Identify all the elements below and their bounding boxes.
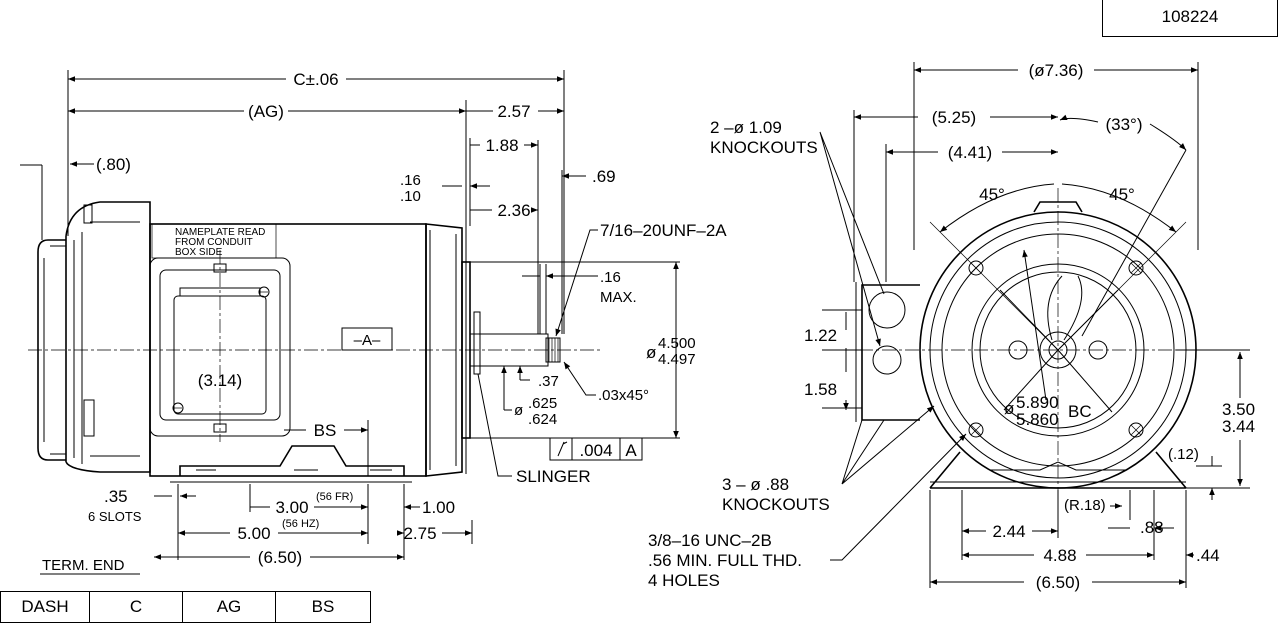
knockouts-2-label: KNOCKOUTS xyxy=(722,495,830,514)
dim-069: .69 xyxy=(592,167,616,186)
front-bracket xyxy=(425,223,463,477)
table-header-cell: DASH xyxy=(0,591,90,623)
dim-010: .10 xyxy=(400,188,421,205)
table-header-cell: C xyxy=(89,591,183,623)
knockout-large xyxy=(868,291,906,329)
nameplate-note-1: NAMEPLATE READ xyxy=(175,227,265,238)
knockouts-2-qty: 3 – ø .88 xyxy=(722,475,789,494)
holes-thread: 3/8–16 UNC–2B xyxy=(648,531,772,550)
bc-suffix: BC xyxy=(1068,402,1092,421)
angle-45-left: 45° xyxy=(979,185,1005,204)
dim-4-41: (4.41) xyxy=(948,143,992,162)
ag-dimension: (AG) xyxy=(248,102,284,121)
hz56-note: (56 HZ) xyxy=(282,518,319,530)
end-view xyxy=(819,62,1250,588)
knockouts-1-qty: 2 –ø 1.09 xyxy=(710,118,782,137)
table-header-cell: AG xyxy=(182,591,276,623)
dim-2-36: 2.36 xyxy=(497,201,530,220)
dim-1-00: 1.00 xyxy=(422,498,455,517)
max-label: MAX. xyxy=(600,289,637,306)
dim-5-00: 5.00 xyxy=(237,524,270,543)
dim-035: .35 xyxy=(104,487,128,506)
runout-datum: A xyxy=(625,441,637,460)
dash-table: DASH C AG BS xyxy=(0,591,371,623)
datum-a: –A– xyxy=(354,332,381,349)
runout-value: .004 xyxy=(579,441,612,460)
dim-016-a: .16 xyxy=(400,172,421,189)
dim-1-22: 1.22 xyxy=(804,326,837,345)
document-number: 108224 xyxy=(1102,0,1278,37)
holes-depth: .56 MIN. FULL THD. xyxy=(648,551,802,570)
fr56-note: (56 FR) xyxy=(316,491,353,503)
bc-max: 5.890 xyxy=(1016,393,1059,412)
bc-symbol: ø xyxy=(1004,399,1014,418)
dim-6-50-end: (6.50) xyxy=(1036,573,1080,592)
bc-min: 5.860 xyxy=(1016,410,1059,429)
key-dia-max: .625 xyxy=(528,395,557,412)
knockouts-1-label: KNOCKOUTS xyxy=(710,138,818,157)
dim-6-50-side: (6.50) xyxy=(258,548,302,567)
c-dimension: C±.06 xyxy=(293,70,338,89)
term-end-label: TERM. END xyxy=(42,557,125,574)
dim-1-88: 1.88 xyxy=(485,136,518,155)
fan-cover-outline xyxy=(65,201,151,473)
shaft-dia-symbol: ø xyxy=(646,343,656,362)
dim-044: .44 xyxy=(1196,546,1220,565)
dim-2-44: 2.44 xyxy=(992,522,1025,541)
dim-2-75: 2.75 xyxy=(403,524,436,543)
side-view xyxy=(20,70,680,575)
nameplate-note-3: BOX SIDE xyxy=(175,247,223,258)
dim-016-max: .16 xyxy=(600,269,621,286)
dim-1-58: 1.58 xyxy=(804,380,837,399)
mounting-holes xyxy=(968,260,1144,438)
dim-3-14: (3.14) xyxy=(198,371,242,390)
mounting-feet xyxy=(179,445,405,476)
end-view-labels: (ø7.36) (5.25) (4.41) (33°) 45° 45° 2 –ø… xyxy=(648,61,1255,592)
slinger xyxy=(473,311,481,375)
shaft-dia-max: 4.500 xyxy=(658,335,696,352)
thread-spec: 7/16–20UNF–2A xyxy=(600,221,727,240)
key-dia-min: .624 xyxy=(528,411,557,428)
chamfer-spec: .03x45° xyxy=(598,387,649,404)
key-dia-symbol: ø xyxy=(514,402,523,419)
side-view-labels: C±.06 (AG) 2.57 1.88 2.36 .69 .16 .10 (.… xyxy=(42,70,727,574)
dim-r18: (R.18) xyxy=(1064,497,1106,514)
table-header-cell: BS xyxy=(275,591,371,623)
dim-037: .37 xyxy=(538,373,559,390)
angle-45-right: 45° xyxy=(1109,185,1135,204)
dim-3-44: 3.44 xyxy=(1222,417,1255,436)
holes-count: 4 HOLES xyxy=(648,571,720,590)
dim-7-36: (ø7.36) xyxy=(1029,61,1084,80)
dim-2-57: 2.57 xyxy=(497,102,530,121)
slinger-label: SLINGER xyxy=(516,467,591,486)
shaft-dia-min: 4.497 xyxy=(658,351,696,368)
slots-label: 6 SLOTS xyxy=(88,509,142,524)
dim-5-25: (5.25) xyxy=(932,108,976,127)
angle-33: (33°) xyxy=(1105,115,1142,134)
dim-088: .88 xyxy=(1140,518,1164,537)
end-conduit-box xyxy=(861,284,920,421)
dim-080: (.80) xyxy=(96,155,131,174)
dim-3-50: 3.50 xyxy=(1222,400,1255,419)
nameplate-note-2: FROM CONDUIT xyxy=(175,237,253,248)
dim-4-88: 4.88 xyxy=(1043,546,1076,565)
table-header-row: DASH C AG BS xyxy=(0,591,371,623)
dim-3-00: 3.00 xyxy=(275,498,308,517)
bs-dimension: BS xyxy=(314,421,337,440)
dim-012: (.12) xyxy=(1168,446,1199,463)
